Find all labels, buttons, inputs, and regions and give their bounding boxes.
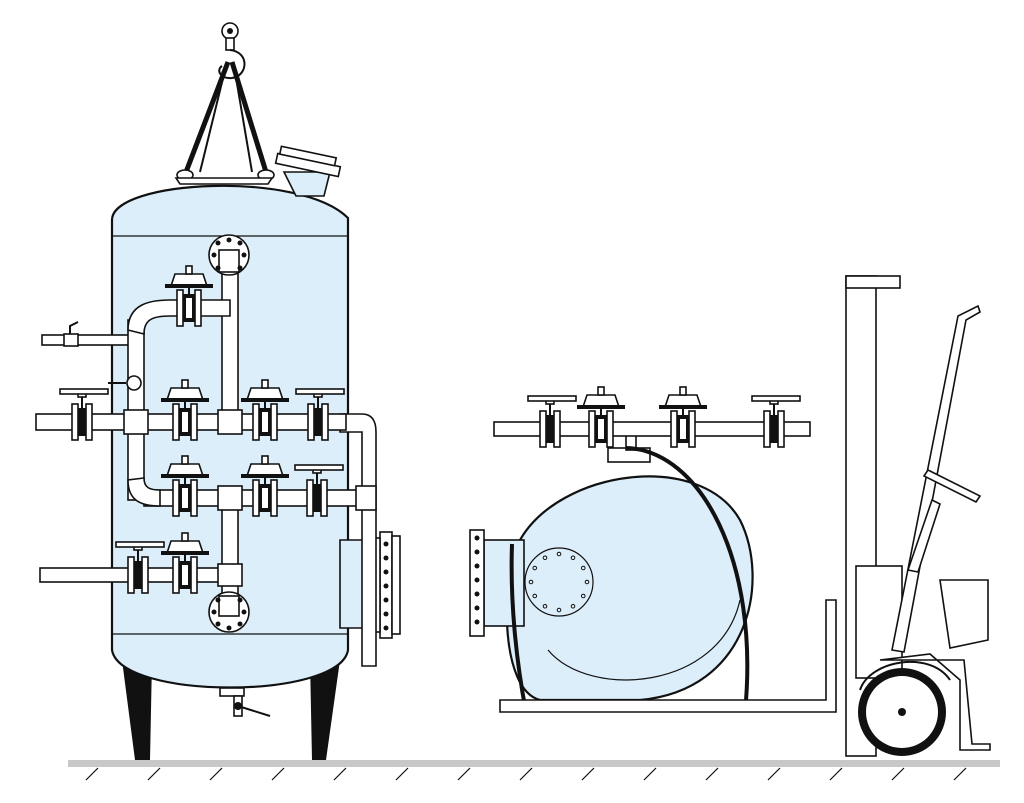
flange-bolt <box>474 619 480 625</box>
flange-bolt <box>474 549 480 555</box>
ground-hatch <box>953 767 967 781</box>
ground-hatch <box>891 767 905 781</box>
upper-nozzle-flange <box>208 234 250 276</box>
ground-hatch <box>767 767 781 781</box>
flange-bolt <box>474 605 480 611</box>
flange-bolt <box>474 563 480 569</box>
ground-hatch <box>457 767 471 781</box>
ground-hatch <box>333 767 347 781</box>
flange-bolt <box>383 569 389 575</box>
manhole-bolt <box>542 555 548 561</box>
manhole-bolt <box>532 565 538 571</box>
manhole-bolt <box>580 593 586 599</box>
manhole-bolt <box>528 579 534 585</box>
horizontal-tank-manifold <box>493 386 811 448</box>
flange-bolt <box>383 555 389 561</box>
ground-hatch <box>85 767 99 781</box>
lifting-sling <box>176 61 275 181</box>
flange-bolt <box>474 591 480 597</box>
manhole-bolt <box>584 579 590 585</box>
manhole-bolt <box>532 593 538 599</box>
horizontal-tank <box>469 425 754 702</box>
tank-manhole <box>524 547 594 617</box>
ground-hatch <box>643 767 657 781</box>
ground-hatch <box>829 767 843 781</box>
actuated-valve <box>658 386 708 448</box>
flange-bolt <box>383 583 389 589</box>
manhole-bolt <box>542 603 548 609</box>
manhole-bolt <box>570 555 576 561</box>
vertical-tank-piping <box>35 234 377 667</box>
ground-hatch <box>147 767 161 781</box>
ground-hatch <box>581 767 595 781</box>
flange-bolt <box>383 597 389 603</box>
flange-bolt <box>474 535 480 541</box>
manhole-bolt <box>570 603 576 609</box>
lower-nozzle-flange <box>208 591 250 633</box>
flange-bolt <box>383 625 389 631</box>
ground-hatch <box>271 767 285 781</box>
tank-straps <box>509 446 750 713</box>
manhole-bolt <box>580 565 586 571</box>
ground-hatch <box>395 767 409 781</box>
ground-line <box>68 760 1000 781</box>
forklift <box>499 275 991 757</box>
ground-hatch <box>209 767 223 781</box>
flange-bolt <box>383 541 389 547</box>
actuated-valve <box>576 386 626 448</box>
ground-hatch <box>705 767 719 781</box>
top-manhole-nozzle <box>274 145 342 197</box>
crane-hook <box>218 22 246 80</box>
bottom-drain-valve <box>219 687 271 717</box>
ground-hatch <box>519 767 533 781</box>
flange-bolt <box>383 611 389 617</box>
sample-valve <box>63 321 142 391</box>
manhole-bolt <box>556 551 562 557</box>
inlet-flange <box>469 529 525 637</box>
flange-bolt <box>474 577 480 583</box>
manhole-bolt <box>556 607 562 613</box>
